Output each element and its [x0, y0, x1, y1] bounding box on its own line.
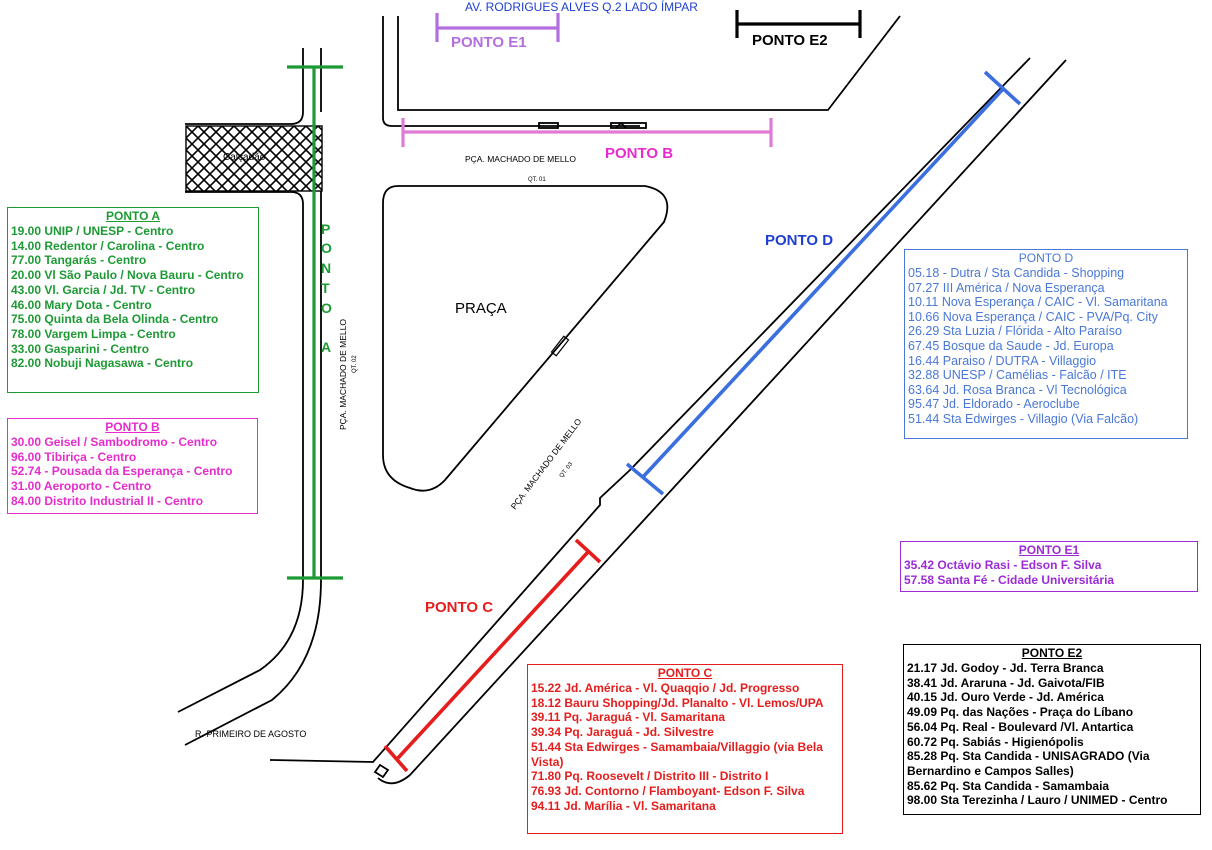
legend-ponto-c: PONTO C 15.22 Jd. América - Vl. Quaqqio … — [527, 664, 843, 834]
legend-a-title: PONTO A — [105, 209, 160, 223]
legend-e1-item: 57.58 Santa Fé - Cidade Universitária — [904, 572, 1115, 587]
legend-d-title: PONTO D — [1018, 251, 1074, 265]
legend-e2-list: 21.17 Jd. Godoy - Jd. Terra Branca 38.41… — [907, 661, 1197, 808]
legend-a-item: 75.00 Quinta da Bela Olinda - Centro — [11, 312, 219, 327]
legend-d-item: 07.27 III América / Nova Esperança — [908, 280, 1105, 295]
legend-c-item: 15.22 Jd. América - Vl. Quaqqio / Jd. Pr… — [531, 681, 800, 695]
marker-a-letters: P O N T O A — [321, 221, 332, 355]
marker-e1-label: PONTO E1 — [451, 34, 527, 51]
legend-a-item: 82.00 Nobuji Nagasawa - Centro — [11, 356, 194, 371]
legend-e2-item: 40.15 Jd. Ouro Verde - Jd. América — [907, 690, 1104, 705]
legend-e2-item: 21.17 Jd. Godoy - Jd. Terra Branca — [907, 661, 1104, 675]
viaduct-hatch — [185, 125, 323, 192]
legend-b-list: 30.00 Geisel / Sambodromo - Centro 96.00… — [11, 435, 254, 509]
legend-b-item: 30.00 Geisel / Sambodromo - Centro — [11, 435, 218, 449]
legend-a-list: 19.00 UNIP / UNESP - Centro 14.00 Redent… — [11, 224, 255, 371]
legend-e2-title: PONTO E2 — [1021, 646, 1083, 660]
legend-d-item: 51.44 Sta Edwirges - Villagio (Via Falcã… — [908, 411, 1139, 426]
legend-a-item: 78.00 Vargem Limpa - Centro — [11, 326, 176, 341]
legend-d-item: 95.47 Jd. Eldorado - Aeroclube — [908, 397, 1080, 412]
legend-a-item: 43.00 Vl. Garcia / Jd. TV - Centro — [11, 282, 196, 297]
legend-c-list: 15.22 Jd. América - Vl. Quaqqio / Jd. Pr… — [531, 681, 839, 813]
legend-c-title: PONTO C — [657, 666, 713, 680]
legend-c-item: 51.44 Sta Edwirges - Samambaia/Villaggio… — [531, 739, 823, 769]
legend-d-item: 63.64 Jd. Rosa Branca - Vl Tecnológica — [908, 382, 1127, 397]
legend-b-item: 31.00 Aeroporto - Centro — [11, 479, 152, 494]
legend-e2-item: 85.28 Pq. Sta Candida - UNISAGRADO (Via … — [907, 749, 1150, 778]
legend-c-item: 94.11 Jd. Marília - Vl. Samaritana — [531, 798, 716, 813]
marker-d-label: PONTO D — [765, 232, 833, 249]
plaza-structure — [550, 335, 570, 357]
legend-a-item: 46.00 Mary Dota - Centro — [11, 297, 152, 312]
legend-e2-item: 85.62 Pq. Sta Candida - Samambaia — [907, 778, 1110, 793]
legend-ponto-a: PONTO A 19.00 UNIP / UNESP - Centro 14.0… — [7, 207, 259, 393]
street-label-pca-top: PÇA. MACHADO DE MELLO — [465, 154, 576, 164]
marker-a-letter: O — [321, 240, 332, 256]
marker-a-letter: N — [321, 260, 331, 276]
qt02-label: QT. 02 — [352, 355, 358, 373]
legend-e1-title: PONTO E1 — [1018, 543, 1080, 557]
legend-e2-item: 38.41 Jd. Araruna - Jd. Gaivota/FIB — [907, 675, 1105, 690]
legend-d-list: 05.18 - Dutra / Sta Candida - Shopping 0… — [908, 266, 1184, 427]
marker-ponto-c — [383, 538, 602, 773]
street-label-bottom: R. PRIMEIRO DE AGOSTO — [195, 729, 306, 739]
legend-a-item: 20.00 Vl São Paulo / Nova Bauru - Centro — [11, 268, 244, 283]
legend-a-item: 33.00 Gasparini - Centro — [11, 341, 150, 356]
legend-d-item: 32.88 UNESP / Camélias - Falcão / ITE — [908, 368, 1127, 383]
legend-d-item: 67.45 Bosque da Saude - Jd. Europa — [908, 338, 1114, 353]
street-label-pca-left: PÇA. MACHADO DE MELLO — [338, 319, 348, 430]
legend-ponto-b: PONTO B 30.00 Geisel / Sambodromo - Cent… — [7, 418, 258, 514]
legend-ponto-e1: PONTO E1 35.42 Octávio Rasi - Edson F. S… — [900, 541, 1198, 592]
plaza-outline — [382, 185, 669, 492]
legend-c-item: 71.80 Pq. Roosevelt / Distrito III - Dis… — [531, 769, 769, 784]
legend-d-item: 10.66 Nova Esperança / CAIC - PVA/Pq. Ci… — [908, 309, 1158, 324]
legend-e1-item: 35.42 Octávio Rasi - Edson F. Silva — [904, 558, 1102, 572]
legend-e2-item: 56.04 Pq. Real - Boulevard /Vl. Antartic… — [907, 719, 1134, 734]
legend-ponto-e2: PONTO E2 21.17 Jd. Godoy - Jd. Terra Bra… — [903, 644, 1201, 815]
legend-d-item: 16.44 Paraiso / DUTRA - Villaggio — [908, 353, 1097, 368]
legend-d-item: 10.11 Nova Esperança / CAIC - Vl. Samari… — [908, 295, 1168, 310]
marker-b-label: PONTO B — [605, 145, 673, 162]
legend-a-item: 77.00 Tangarás - Centro — [11, 253, 147, 268]
marker-a-letter: T — [321, 280, 330, 296]
legend-b-item: 52.74 - Pousada da Esperança - Centro — [11, 464, 233, 479]
street-lines — [177, 15, 1067, 785]
legend-e2-item: 98.00 Sta Terezinha / Lauro / UNIMED - C… — [907, 793, 1168, 808]
legend-e2-item: 49.09 Pq. das Nações - Praça do Líbano — [907, 705, 1134, 720]
legend-a-item: 19.00 UNIP / UNESP - Centro — [11, 224, 174, 238]
qt03-label: QT. 03 — [559, 461, 575, 479]
legend-a-item: 14.00 Redentor / Carolina - Centro — [11, 238, 205, 253]
legend-b-item: 96.00 Tibiriça - Centro — [11, 449, 137, 464]
legend-ponto-d: PONTO D 05.18 - Dutra / Sta Candida - Sh… — [904, 249, 1188, 439]
marker-e2-label: PONTO E2 — [752, 32, 828, 49]
marker-ponto-a — [287, 65, 343, 580]
marker-a-letter: O — [321, 300, 332, 316]
marker-a-letter: P — [321, 221, 330, 237]
legend-b-title: PONTO B — [105, 420, 160, 434]
street-label-top: AV. RODRIGUES ALVES Q.2 LADO ÍMPAR — [465, 0, 698, 14]
legend-c-item: 39.11 Pq. Jaraguá - Vl. Samaritana — [531, 710, 726, 725]
marker-ponto-d — [625, 70, 1022, 496]
marker-ponto-e2 — [735, 10, 862, 38]
qt01-label: QT. 01 — [528, 177, 546, 183]
legend-e1-list: 35.42 Octávio Rasi - Edson F. Silva 57.5… — [904, 558, 1194, 587]
viaduct-label: Calçadão — [223, 152, 266, 163]
legend-c-item: 76.93 Jd. Contorno / Flamboyant- Edson F… — [531, 783, 805, 798]
marker-ponto-e1 — [435, 13, 560, 42]
legend-e2-item: 60.72 Pq. Sabiás - Higienópolis — [907, 734, 1084, 749]
marker-ponto-b — [401, 118, 773, 147]
legend-c-item: 18.12 Bauru Shopping/Jd. Planalto - Vl. … — [531, 695, 824, 710]
plaza-label: PRAÇA — [455, 300, 507, 317]
legend-d-item: 26.29 Sta Luzia / Flórida - Alto Paraíso — [908, 324, 1123, 339]
marker-a-letter: A — [321, 339, 331, 355]
marker-c-label: PONTO C — [425, 599, 493, 616]
legend-b-item: 84.00 Distrito Industrial II - Centro — [11, 493, 204, 508]
legend-d-item: 05.18 - Dutra / Sta Candida - Shopping — [908, 266, 1125, 280]
legend-c-item: 39.34 Pq. Jaraguá - Jd. Silvestre — [531, 725, 714, 740]
